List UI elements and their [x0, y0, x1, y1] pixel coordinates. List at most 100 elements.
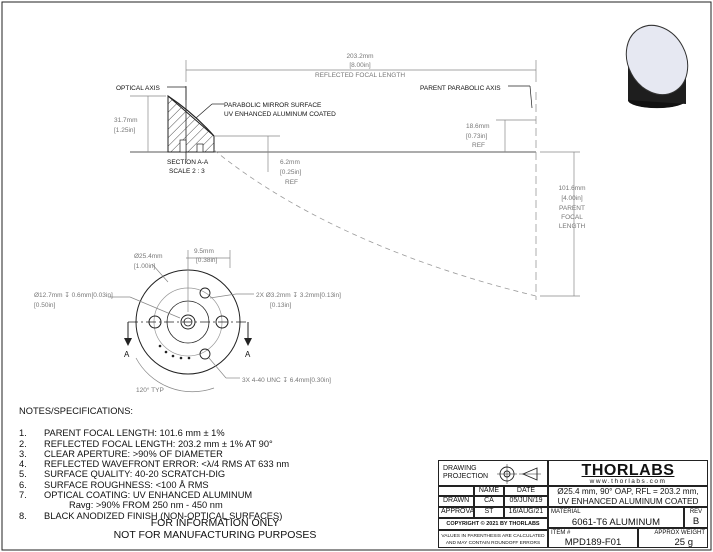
offset-mm: 18.6mm — [466, 123, 489, 130]
info-line-1: FOR INFORMATION ONLY — [150, 517, 280, 529]
note-number: 5. — [19, 469, 27, 480]
item-header: ITEM # — [551, 530, 571, 536]
cb-in: [0.50in] — [34, 302, 56, 309]
note-text: SURFACE ROUGHNESS: <100 Å RMS — [44, 479, 209, 490]
copyright: COPYRIGHT © 2021 BY THORLABS — [438, 518, 548, 530]
tap-label: 3X 4-40 UNC ↧ 6.4mm[0.30in] — [242, 376, 331, 384]
projection-label-2: PROJECTION — [443, 473, 489, 480]
note-item: 1. PARENT FOCAL LENGTH: 101.6 mm ± 1% — [19, 428, 289, 438]
pfl-l3: LENGTH — [559, 223, 586, 230]
pfl-in: [4.00in] — [561, 195, 583, 202]
note-text: OPTICAL COATING: UV ENHANCED ALUMINUM — [44, 490, 253, 501]
holes-mm: 2X Ø3.2mm ↧ 3.2mm[0.13in] — [256, 291, 341, 299]
notes-header: NOTES/SPECIFICATIONS: — [19, 406, 133, 416]
holes-in: [0.13in] — [270, 302, 292, 309]
section-name: SECTION A-A — [167, 159, 209, 166]
thorlabs-logo: THORLABS — [581, 462, 675, 479]
thin-in: [0.25in] — [280, 169, 302, 176]
off-mm: 9.5mm — [194, 248, 214, 255]
disclaimer-line-2: AND MAY CONTAIN ROUNDOFF ERRORS — [445, 541, 541, 546]
note-number: 3. — [19, 448, 27, 459]
name-header: NAME — [474, 486, 504, 496]
section-a-left: A — [124, 350, 130, 359]
height-in: [1.25in] — [114, 127, 136, 134]
rfl-in: [8.00in] — [349, 62, 371, 69]
info-disclaimer: FOR INFORMATION ONLY NOT FOR MANUFACTURI… — [100, 517, 330, 541]
off-in: [0.38in] — [196, 257, 218, 264]
description-line-1: Ø25.4 mm, 90° OAP, RFL = 203.2 mm, — [557, 487, 699, 496]
date-header: DATE — [504, 486, 548, 496]
approval-date: 16/AUG/21 — [504, 507, 548, 518]
note-item: 4. REFLECTED WAVEFRONT ERROR: <λ/4 RMS AT… — [19, 459, 289, 469]
notes-list: 1. PARENT FOCAL LENGTH: 101.6 mm ± 1% 2. RE… — [19, 428, 289, 500]
disclaimer: VALUES IN PARENTHESIS ARE CALCULATED AND… — [438, 530, 548, 548]
notes-sub-line: Ravg: >90% FROM 250 nm - 450 nm — [69, 500, 223, 511]
height-mm: 31.7mm — [114, 117, 137, 124]
pfl-mm: 101.6mm — [558, 185, 585, 192]
notes-specifications: NOTES/SPECIFICATIONS: 1. PARENT FOCAL LEN… — [19, 406, 289, 521]
weight-header: APPROX WEIGHT — [654, 530, 705, 536]
rfl-mm: 203.2mm — [346, 53, 373, 60]
note-text: PARENT FOCAL LENGTH: 101.6 mm ± 1% — [44, 428, 225, 439]
drawn-label: DRAWN — [438, 496, 474, 507]
note-text: SURFACE QUALITY: 40-20 SCRATCH-DIG — [44, 469, 226, 480]
info-line-2: NOT FOR MANUFACTURING PURPOSES — [113, 529, 317, 541]
parent-axis-label: PARENT PARABOLIC AXIS — [420, 85, 501, 92]
third-angle-projection-icon — [497, 464, 541, 484]
note-item: 2. REFLECTED FOCAL LENGTH: 203.2 mm ± 1% … — [19, 439, 289, 449]
drawn-name: CA — [474, 496, 504, 507]
rfl-label: REFLECTED FOCAL LENGTH — [315, 72, 405, 79]
dimension-lines — [130, 60, 580, 297]
note-text: BLACK ANODIZED FINISH (NON-OPTICAL SURFA… — [44, 510, 283, 521]
thin-mm: 6.2mm — [280, 159, 300, 166]
note-number: 7. — [19, 490, 27, 501]
note-item: 7. OPTICAL COATING: UV ENHANCED ALUMINUM — [19, 490, 289, 500]
note-text: REFLECTED WAVEFRONT ERROR: <λ/4 RMS AT 6… — [44, 459, 290, 470]
section-scale: SCALE 2 : 3 — [169, 168, 205, 175]
note-text: CLEAR APERTURE: >90% OF DIAMETER — [44, 448, 223, 459]
rev-value: B — [692, 516, 700, 527]
thin-ref: REF — [285, 179, 298, 186]
note-number: 4. — [19, 459, 27, 470]
note-number: 6. — [19, 479, 27, 490]
drawn-date: 05/JUN/19 — [504, 496, 548, 507]
material-value: 6061-T6 ALUMINUM — [571, 517, 661, 528]
note-item: 3. CLEAR APERTURE: >90% OF DIAMETER — [19, 449, 289, 459]
note-item: 8. BLACK ANODIZED FINISH (NON-OPTICAL SU… — [19, 511, 289, 521]
approval-name: ST — [474, 507, 504, 518]
brand-cell: THORLABS www.thorlabs.com — [548, 460, 708, 486]
note-text: REFLECTED FOCAL LENGTH: 203.2 mm ± 1% AT… — [44, 438, 273, 449]
note-number: 2. — [19, 438, 27, 449]
description-line-2: UV ENHANCED ALUMINUM COATED — [557, 496, 699, 506]
optical-axis-label: OPTICAL AXIS — [116, 85, 160, 92]
item-cell: ITEM # MPD189-F01 — [548, 528, 638, 548]
offset-in: [0.73in] — [466, 133, 488, 140]
surface-label-2: UV ENHANCED ALUMINUM COATED — [224, 111, 336, 118]
section-view — [130, 85, 537, 300]
item-value: MPD189-F01 — [564, 537, 622, 548]
rev-header: REV — [689, 509, 703, 515]
surface-label-1: PARABOLIC MIRROR SURFACE — [224, 102, 322, 109]
disclaimer-line-1: VALUES IN PARENTHESIS ARE CALCULATED — [441, 534, 545, 539]
projection-cell: DRAWING PROJECTION — [438, 460, 548, 486]
description: Ø25.4 mm, 90° OAP, RFL = 203.2 mm, UV EN… — [548, 486, 708, 507]
dia-in: [1.00in] — [134, 263, 156, 270]
projection-label-1: DRAWING — [443, 465, 477, 472]
note-number: 8. — [19, 510, 27, 521]
dia-mm: Ø25.4mm — [134, 253, 163, 260]
note-item: 5. SURFACE QUALITY: 40-20 SCRATCH-DIG — [19, 469, 289, 479]
cb-mm: Ø12.7mm ↧ 0.6mm[0.03in] — [34, 291, 113, 299]
material-cell: MATERIAL 6061-T6 ALUMINUM — [548, 507, 684, 528]
pfl-l1: PARENT — [559, 205, 585, 212]
offset-ref: REF — [472, 142, 485, 149]
section-a-right: A — [245, 350, 251, 359]
weight-value: 25 g — [674, 537, 694, 548]
note-number: 1. — [19, 428, 27, 439]
website: www.thorlabs.com — [589, 478, 667, 485]
rev-cell: REV B — [684, 507, 708, 528]
mirror-3d-view — [625, 24, 689, 109]
note-item: 6. SURFACE ROUGHNESS: <100 Å RMS — [19, 480, 289, 490]
